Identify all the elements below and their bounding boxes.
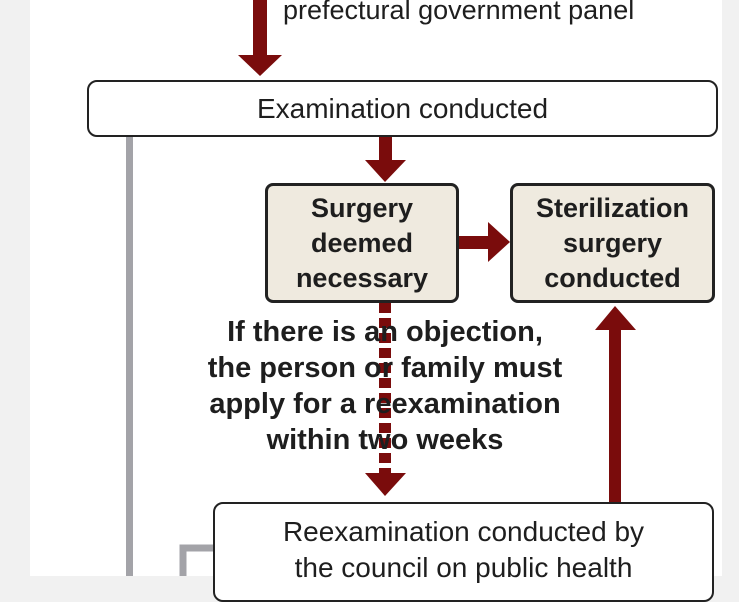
gray-bracket [179, 544, 215, 576]
surgery-line: necessary [295, 262, 429, 293]
objection-line: apply for a reexamination [209, 388, 561, 420]
exam-arrow-head [365, 160, 406, 182]
right-arrow-head [488, 222, 510, 262]
reexamination-line: Reexamination conducted by [282, 516, 645, 547]
objection-line: the person or family must [207, 352, 563, 384]
surgery-line: Surgery [310, 192, 414, 223]
sterilization-line: surgery [562, 227, 663, 258]
up-arrow-shaft [609, 328, 621, 502]
sterilization-line: conducted [544, 262, 681, 293]
sterilization-box: Sterilization surgery conducted [510, 183, 715, 303]
reexamination-box: Reexamination conducted by the council o… [213, 502, 714, 602]
examination-label: Examination conducted [256, 92, 549, 124]
surgery-line: deemed [310, 227, 414, 258]
top-arrow-head [238, 55, 282, 76]
sterilization-line: Sterilization [535, 192, 690, 223]
objection-line: within two weeks [266, 424, 504, 456]
connectors [126, 0, 636, 576]
top-arrow-shaft [253, 0, 267, 58]
objection-line: If there is an objection, [227, 316, 543, 348]
surgery-deemed-box: Surgery deemed necessary [265, 183, 459, 303]
exam-arrow-shaft [379, 136, 392, 162]
right-arrow-shaft [458, 236, 490, 249]
up-arrow-head [595, 306, 636, 330]
top-label: prefectural government panel [283, 0, 635, 25]
examination-box: Examination conducted [87, 80, 718, 137]
reexamination-line: the council on public health [294, 552, 633, 583]
objection-note: If there is an objection, the person or … [135, 314, 635, 458]
gray-side-line [126, 136, 133, 576]
reexam-arrow-head [365, 473, 406, 496]
